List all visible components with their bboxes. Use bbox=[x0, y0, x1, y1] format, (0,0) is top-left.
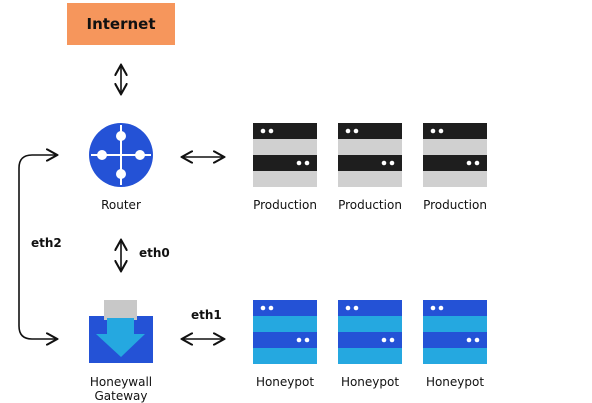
eth2-link bbox=[18, 155, 56, 339]
production-label-1: Production bbox=[253, 198, 317, 212]
production-server-1-icon bbox=[253, 123, 317, 187]
honeypot-server-1-icon bbox=[253, 300, 317, 364]
honeypot-label-1: Honeypot bbox=[255, 375, 315, 389]
honeywall-label-line1: Honeywall bbox=[89, 375, 153, 389]
router-icon bbox=[89, 123, 153, 187]
router-label: Router bbox=[101, 198, 141, 212]
production-server-3-icon bbox=[423, 123, 487, 187]
production-label-2: Production bbox=[338, 198, 402, 212]
honeypot-server-2-icon bbox=[338, 300, 402, 364]
honeypot-server-3-icon bbox=[423, 300, 487, 364]
eth0-label: eth0 bbox=[139, 246, 170, 260]
internet-label: Internet bbox=[86, 15, 156, 33]
honeypot-label-2: Honeypot bbox=[340, 375, 400, 389]
production-server-2-icon bbox=[338, 123, 402, 187]
eth1-label: eth1 bbox=[191, 308, 222, 322]
honeywall-gateway-icon bbox=[89, 300, 153, 363]
honeywall-label-line2: Gateway bbox=[94, 389, 148, 403]
honeypot-label-3: Honeypot bbox=[425, 375, 485, 389]
internet-node: Internet bbox=[67, 3, 175, 45]
production-label-3: Production bbox=[423, 198, 487, 212]
eth2-label: eth2 bbox=[31, 236, 62, 250]
